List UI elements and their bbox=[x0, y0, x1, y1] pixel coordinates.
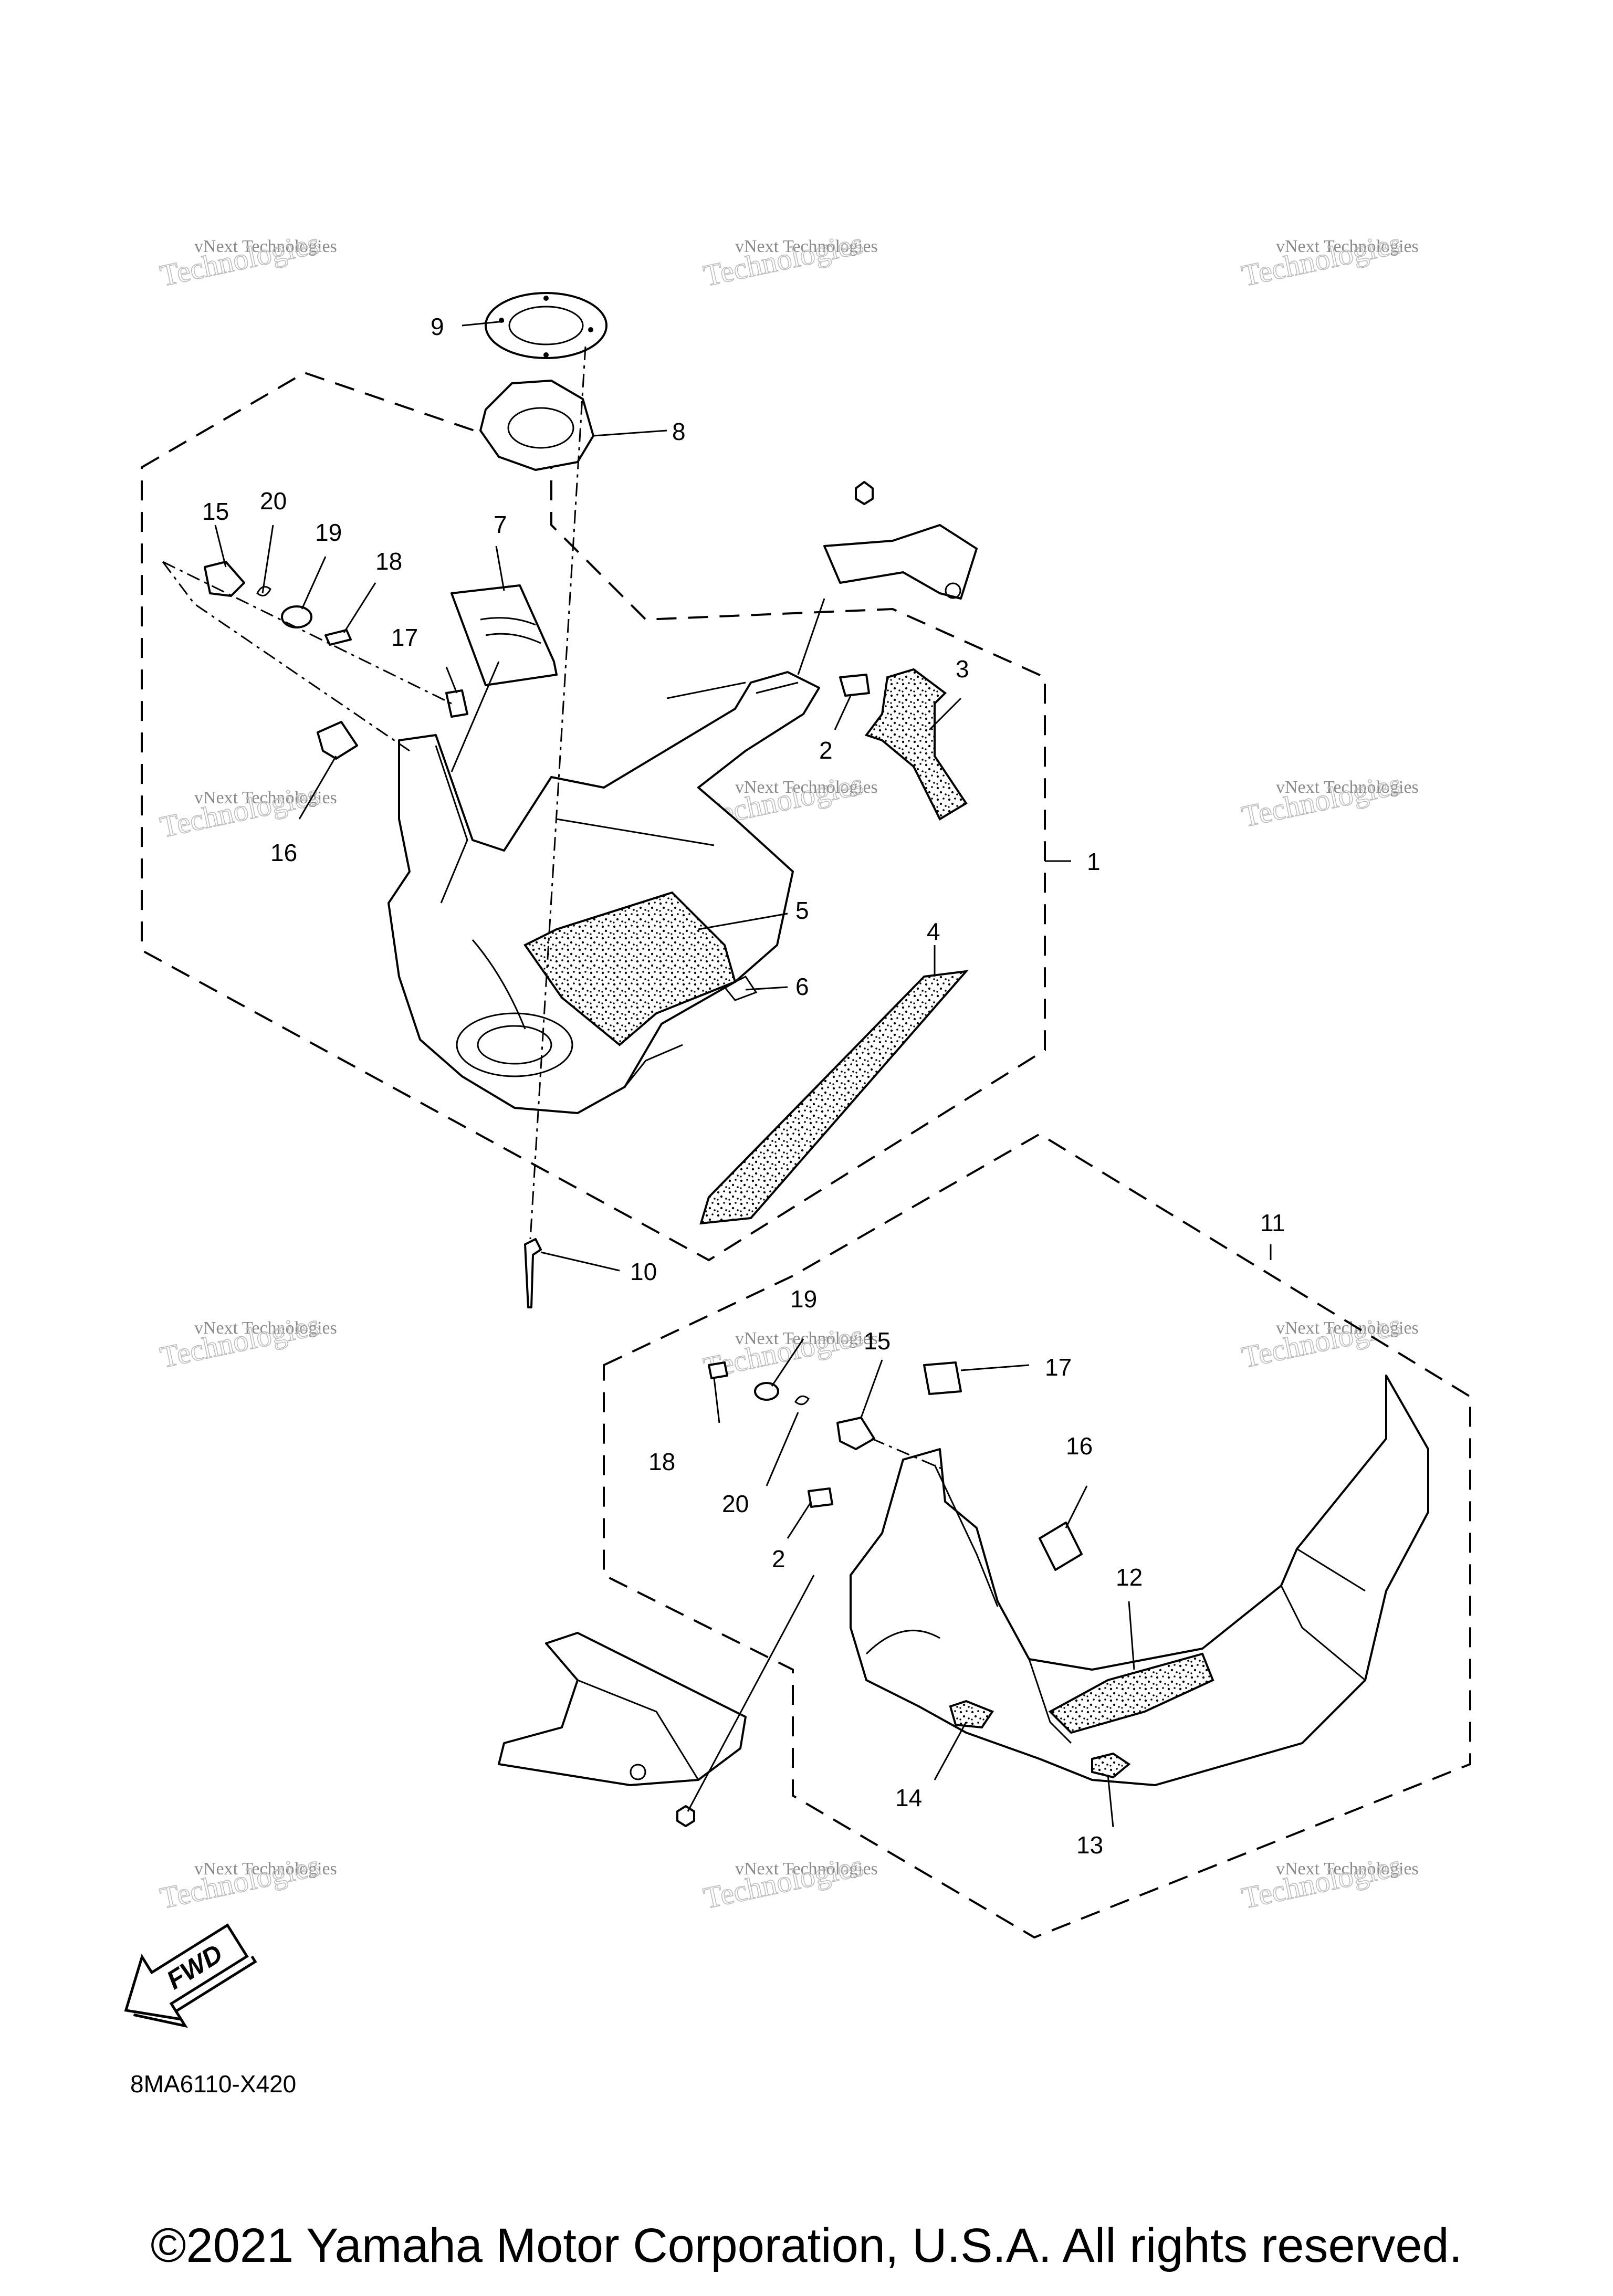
copyright-notice: ©2021 Yamaha Motor Corporation, U.S.A. A… bbox=[150, 2219, 1463, 2272]
upper-hardware bbox=[204, 561, 468, 760]
svg-text:Technologies: Technologies bbox=[700, 1848, 866, 1915]
svg-text:Technologies: Technologies bbox=[157, 1848, 322, 1915]
svg-text:Technologies: Technologies bbox=[157, 226, 322, 293]
callout-5: 5 bbox=[795, 897, 809, 924]
callout-20: 20 bbox=[722, 1490, 749, 1517]
svg-text:Technologies: Technologies bbox=[1239, 1848, 1404, 1915]
callout-17: 17 bbox=[1045, 1354, 1072, 1381]
callout-2: 2 bbox=[772, 1545, 785, 1572]
callout-labels: 9 8 15 20 19 18 7 17 16 2 3 1 5 4 6 10 1… bbox=[202, 313, 1285, 1859]
svg-text:vNext Technologies: vNext Technologies bbox=[194, 1318, 337, 1338]
watermark: vNext Technologies Technologies bbox=[156, 777, 337, 844]
part-6-clip bbox=[723, 976, 758, 1001]
part-9-gasket bbox=[485, 292, 608, 359]
watermark: vNext Technologies Technologies bbox=[156, 225, 337, 293]
callout-17: 17 bbox=[391, 624, 418, 651]
part-8-flange bbox=[479, 380, 594, 471]
mount-bracket-upper bbox=[823, 481, 978, 600]
part-14-pad bbox=[949, 1700, 994, 1729]
svg-text:vNext Technologies: vNext Technologies bbox=[1276, 237, 1419, 256]
watermark: vNext Technologies Technologies bbox=[1238, 225, 1419, 293]
callout-16: 16 bbox=[1066, 1432, 1093, 1460]
diagram-code: 8MA6110-X420 bbox=[130, 2070, 297, 2098]
callout-10: 10 bbox=[630, 1258, 657, 1285]
part-1-front-cowl bbox=[387, 671, 820, 1114]
lower-assembly-outline bbox=[603, 1133, 1471, 1939]
guide-line bbox=[871, 1438, 946, 1471]
callout-7: 7 bbox=[494, 511, 507, 538]
svg-text:vNext Technologies: vNext Technologies bbox=[194, 1859, 337, 1879]
callout-19: 19 bbox=[790, 1285, 817, 1313]
callout-15: 15 bbox=[864, 1327, 891, 1355]
svg-text:vNext Technologies: vNext Technologies bbox=[1276, 778, 1419, 797]
mount-bracket-lower bbox=[498, 1632, 747, 1827]
part-3-pad bbox=[864, 668, 968, 821]
guide-line bbox=[162, 561, 410, 752]
callout-4: 4 bbox=[927, 918, 940, 945]
watermark: vNext Technologies Technologies bbox=[700, 1848, 878, 1915]
watermark: vNext Technologies Technologies bbox=[156, 1848, 337, 1915]
svg-text:vNext Technologies: vNext Technologies bbox=[735, 778, 878, 797]
callout-13: 13 bbox=[1076, 1831, 1103, 1859]
part-4-pad bbox=[699, 970, 969, 1225]
svg-text:vNext Technologies: vNext Technologies bbox=[735, 1329, 878, 1348]
callout-18: 18 bbox=[648, 1448, 675, 1475]
callout-14: 14 bbox=[895, 1784, 922, 1811]
svg-text:Technologies: Technologies bbox=[1239, 226, 1404, 293]
watermark: vNext Technologies Technologies bbox=[1238, 1307, 1418, 1375]
callout-1: 1 bbox=[1087, 848, 1101, 875]
leader-lines bbox=[214, 320, 1272, 1828]
svg-text:vNext Technologies: vNext Technologies bbox=[1276, 1859, 1419, 1879]
part-11-lower-cowl bbox=[850, 1375, 1429, 1786]
callout-15: 15 bbox=[202, 498, 229, 525]
callout-16: 16 bbox=[270, 839, 297, 866]
callout-20: 20 bbox=[260, 487, 287, 515]
callout-12: 12 bbox=[1116, 1564, 1143, 1591]
callout-9: 9 bbox=[431, 313, 444, 340]
lower-hardware bbox=[708, 1361, 1083, 1571]
svg-text:Technologies: Technologies bbox=[157, 777, 322, 844]
part-10-fastener bbox=[524, 1238, 542, 1308]
part-7-panel bbox=[451, 584, 558, 686]
callout-8: 8 bbox=[672, 418, 686, 445]
fwd-arrow-icon: FWD bbox=[124, 1923, 257, 2028]
svg-text:Technologies: Technologies bbox=[157, 1307, 322, 1375]
callout-18: 18 bbox=[375, 548, 402, 575]
guide-line bbox=[529, 346, 586, 1240]
upper-assembly-outline bbox=[141, 371, 1046, 1262]
part-13-pad bbox=[1091, 1752, 1131, 1779]
callout-3: 3 bbox=[956, 655, 969, 683]
svg-text:vNext Technologies: vNext Technologies bbox=[194, 237, 337, 256]
callout-6: 6 bbox=[795, 973, 809, 1000]
svg-text:vNext Technologies: vNext Technologies bbox=[194, 788, 337, 808]
svg-text:Technologies: Technologies bbox=[1239, 767, 1404, 834]
callout-11: 11 bbox=[1260, 1209, 1285, 1236]
svg-text:vNext Technologies: vNext Technologies bbox=[735, 1859, 878, 1879]
watermark: vNext Technologies Technologies bbox=[1238, 766, 1419, 834]
part-2-clip bbox=[839, 674, 870, 697]
callout-2: 2 bbox=[819, 737, 833, 764]
part-12-pad bbox=[1048, 1652, 1214, 1734]
watermark: vNext Technologies Technologies bbox=[700, 225, 878, 293]
svg-text:vNext Technologies: vNext Technologies bbox=[735, 237, 878, 256]
watermark: vNext Technologies Technologies bbox=[156, 1307, 337, 1375]
callout-19: 19 bbox=[315, 519, 342, 546]
watermark: vNext Technologies Technologies bbox=[1238, 1848, 1419, 1915]
svg-text:Technologies: Technologies bbox=[700, 226, 866, 293]
